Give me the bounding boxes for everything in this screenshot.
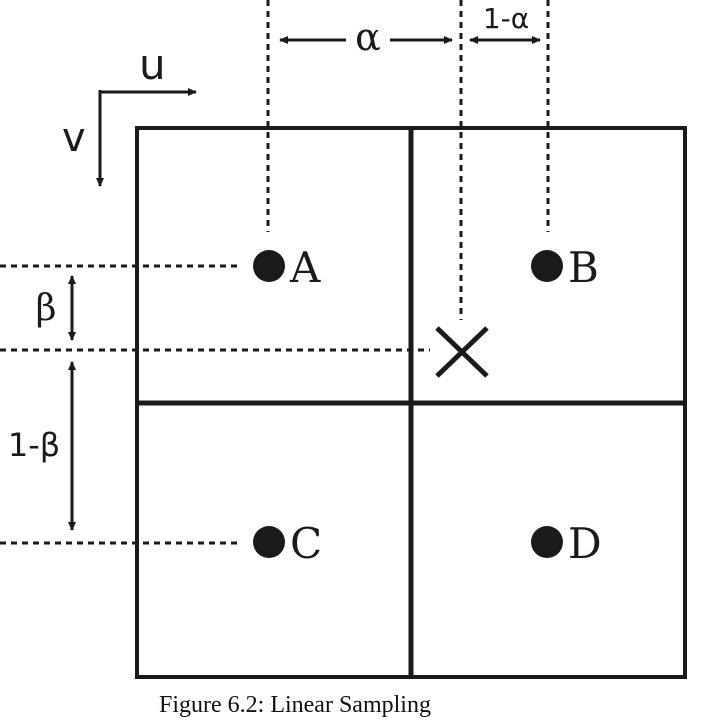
point-d-dot: [531, 526, 563, 558]
point-d-label: D: [568, 519, 602, 568]
texel-points: [253, 250, 563, 558]
point-c-dot: [253, 526, 285, 558]
v-axis-label: v: [62, 115, 86, 161]
beta-label: β: [36, 288, 57, 329]
alpha-label: α: [355, 15, 381, 59]
u-axis-label: u: [139, 40, 166, 89]
uv-axes: [96, 88, 197, 187]
texel-grid: [135, 126, 687, 679]
one-minus-alpha-label: 1-α: [483, 2, 529, 35]
point-a-dot: [253, 250, 285, 282]
figure-caption: Figure 6.2: Linear Sampling: [159, 692, 431, 718]
linear-sampling-diagram: u v α 1-α β 1-β A B C D: [0, 0, 687, 679]
one-minus-beta-label: 1-β: [8, 426, 60, 464]
point-b-dot: [531, 250, 563, 282]
point-b-label: B: [568, 243, 599, 292]
point-c-label: C: [290, 519, 322, 568]
point-a-label: A: [289, 243, 321, 292]
weight-arrows: [68, 36, 541, 531]
guide-lines: [0, 0, 550, 545]
sample-point-cross-icon: [435, 326, 489, 378]
